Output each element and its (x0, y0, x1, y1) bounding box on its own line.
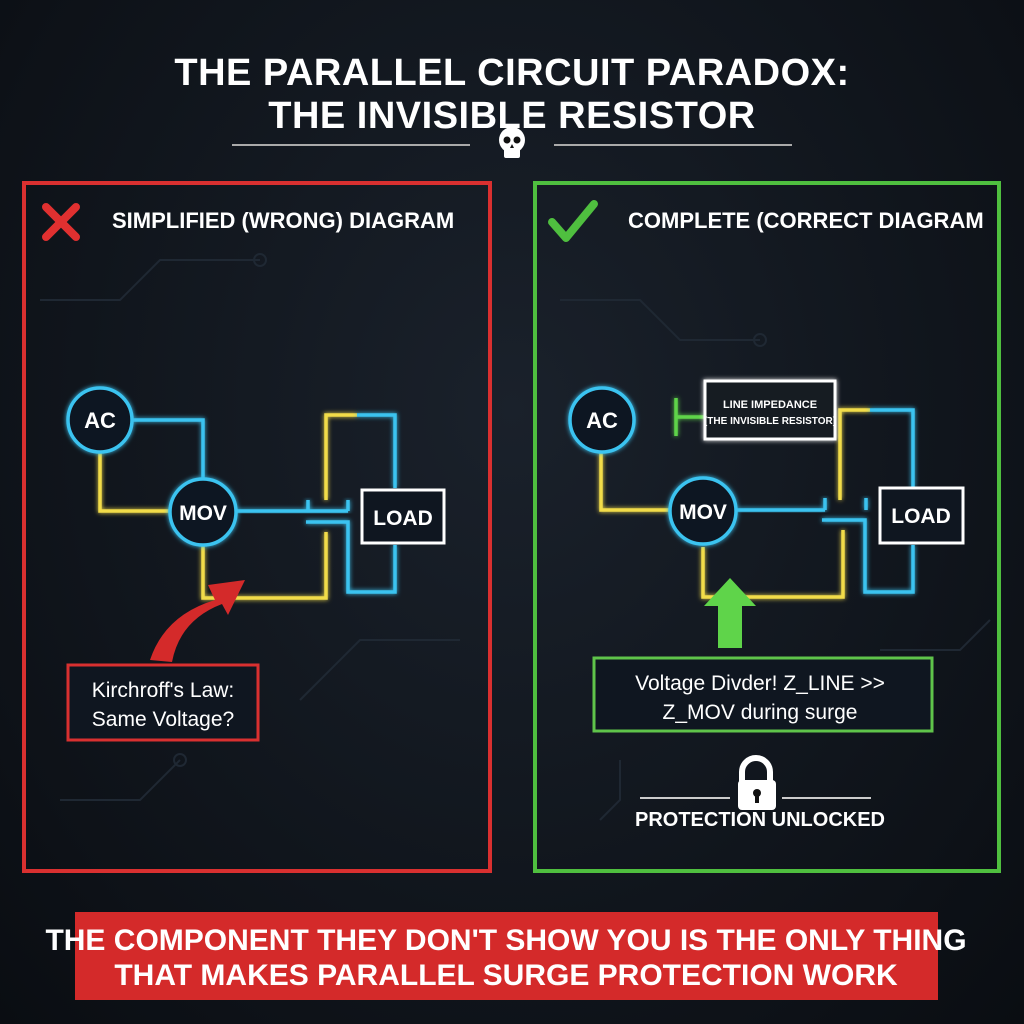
load-label: LOAD (891, 505, 951, 528)
left-panel: SIMPLIFIED (WRONG) DIAGRAM AC MOV LOAD K… (22, 181, 492, 873)
voltage-divider-line-2: Z_MOV during surge (663, 701, 858, 724)
protection-status: PROTECTION UNLOCKED (635, 809, 885, 831)
line-impedance-box (703, 379, 837, 441)
left-heading: SIMPLIFIED (WRONG) DIAGRAM (112, 208, 454, 233)
x-mark-icon (42, 203, 80, 241)
ac-source (568, 386, 636, 454)
left-panel-border (22, 181, 492, 873)
right-heading: COMPLETE (CORRECT DIAGRAM (628, 208, 984, 233)
voltage-divider-callout (592, 656, 934, 733)
mov-label: MOV (679, 501, 727, 524)
ac-source (66, 386, 134, 454)
right-panel-border (533, 181, 1001, 873)
kirchhoff-callout (66, 663, 260, 742)
title-line-1: THE PARALLEL CIRCUIT PARADOX: (174, 52, 849, 94)
kirchhoff-line-1: Kirchroff's Law: (92, 679, 235, 702)
impedance-line-1: LINE IMPEDANCE (723, 399, 817, 411)
ac-label: AC (586, 408, 618, 433)
banner-line-2: THAT MAKES PARALLEL SURGE PROTECTION WOR… (114, 959, 898, 992)
voltage-divider-line-1: Voltage Divder! Z_LINE >> (635, 672, 885, 695)
ac-label: AC (84, 408, 116, 433)
load-label: LOAD (373, 507, 433, 530)
skull-icon (499, 127, 525, 158)
mov-component (168, 477, 238, 547)
banner-line-1: THE COMPONENT THEY DON'T SHOW YOU IS THE… (45, 924, 966, 957)
load-box (360, 488, 446, 545)
mov-component (668, 476, 738, 546)
red-arrow-icon (150, 580, 245, 662)
padlock-icon (738, 755, 776, 810)
right-wires (599, 398, 915, 599)
green-arrow-icon (704, 578, 756, 648)
kirchhoff-line-2: Same Voltage? (92, 708, 234, 731)
check-mark-icon (548, 200, 598, 242)
mov-label: MOV (179, 502, 227, 525)
circuit-background (40, 253, 991, 821)
bottom-banner (75, 912, 938, 1000)
right-panel: COMPLETE (CORRECT DIAGRAM AC MOV LOAD LI… (533, 181, 1001, 873)
impedance-line-2: (THE INVISIBLE RESISTOR) (704, 416, 836, 427)
load-box (878, 486, 965, 545)
left-wires (98, 413, 397, 600)
